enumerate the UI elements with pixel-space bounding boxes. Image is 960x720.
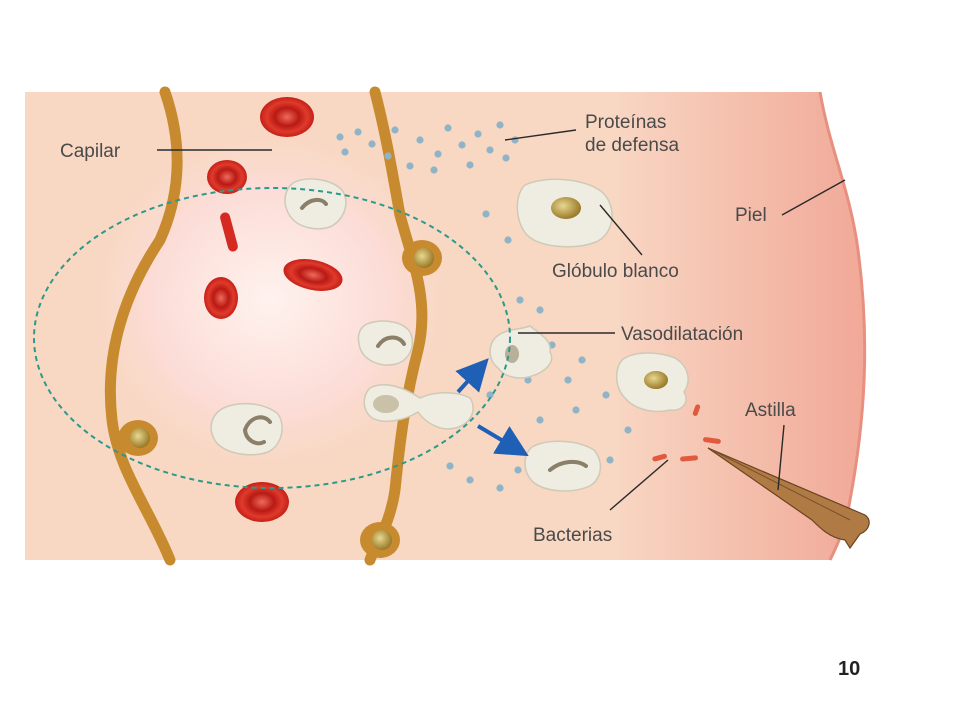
red-blood-cell — [220, 212, 238, 252]
label-piel: Piel — [735, 205, 767, 226]
white-blood-cell — [363, 384, 474, 430]
label-vasodilatacion: Vasodilatación — [621, 324, 743, 345]
label-bacterias: Bacterias — [533, 525, 612, 546]
label-proteinas-line1: Proteínas — [585, 112, 666, 133]
inflammation-zone — [33, 187, 511, 489]
red-blood-cells — [204, 97, 343, 522]
label-globulo-blanco: Glóbulo blanco — [552, 261, 679, 282]
label-proteinas-line2: de defensa — [585, 135, 679, 156]
defense-proteins — [336, 121, 632, 492]
slide-number: 10 — [838, 658, 861, 680]
white-blood-cell — [524, 440, 602, 492]
white-blood-cell — [284, 178, 347, 230]
bacterium — [692, 404, 701, 416]
red-blood-cell — [204, 277, 238, 319]
red-blood-cell — [283, 259, 343, 291]
red-blood-cell — [260, 97, 314, 137]
bacterium — [702, 437, 721, 444]
white-blood-cell — [616, 352, 689, 413]
leader-lines — [157, 129, 846, 511]
red-blood-cell — [235, 482, 289, 522]
capillary — [104, 86, 442, 566]
splinter-icon — [707, 447, 870, 550]
white-blood-cells — [210, 178, 689, 492]
bacteria — [652, 404, 721, 462]
label-astilla: Astilla — [745, 400, 796, 421]
diapedesis-arrow-icon — [455, 358, 529, 457]
bacterium — [680, 455, 699, 462]
red-blood-cell — [207, 160, 247, 194]
bacterium — [652, 453, 667, 462]
label-capilar: Capilar — [60, 141, 121, 162]
white-blood-cell — [357, 320, 414, 366]
white-blood-cell — [210, 402, 283, 456]
white-blood-cell — [516, 178, 613, 248]
